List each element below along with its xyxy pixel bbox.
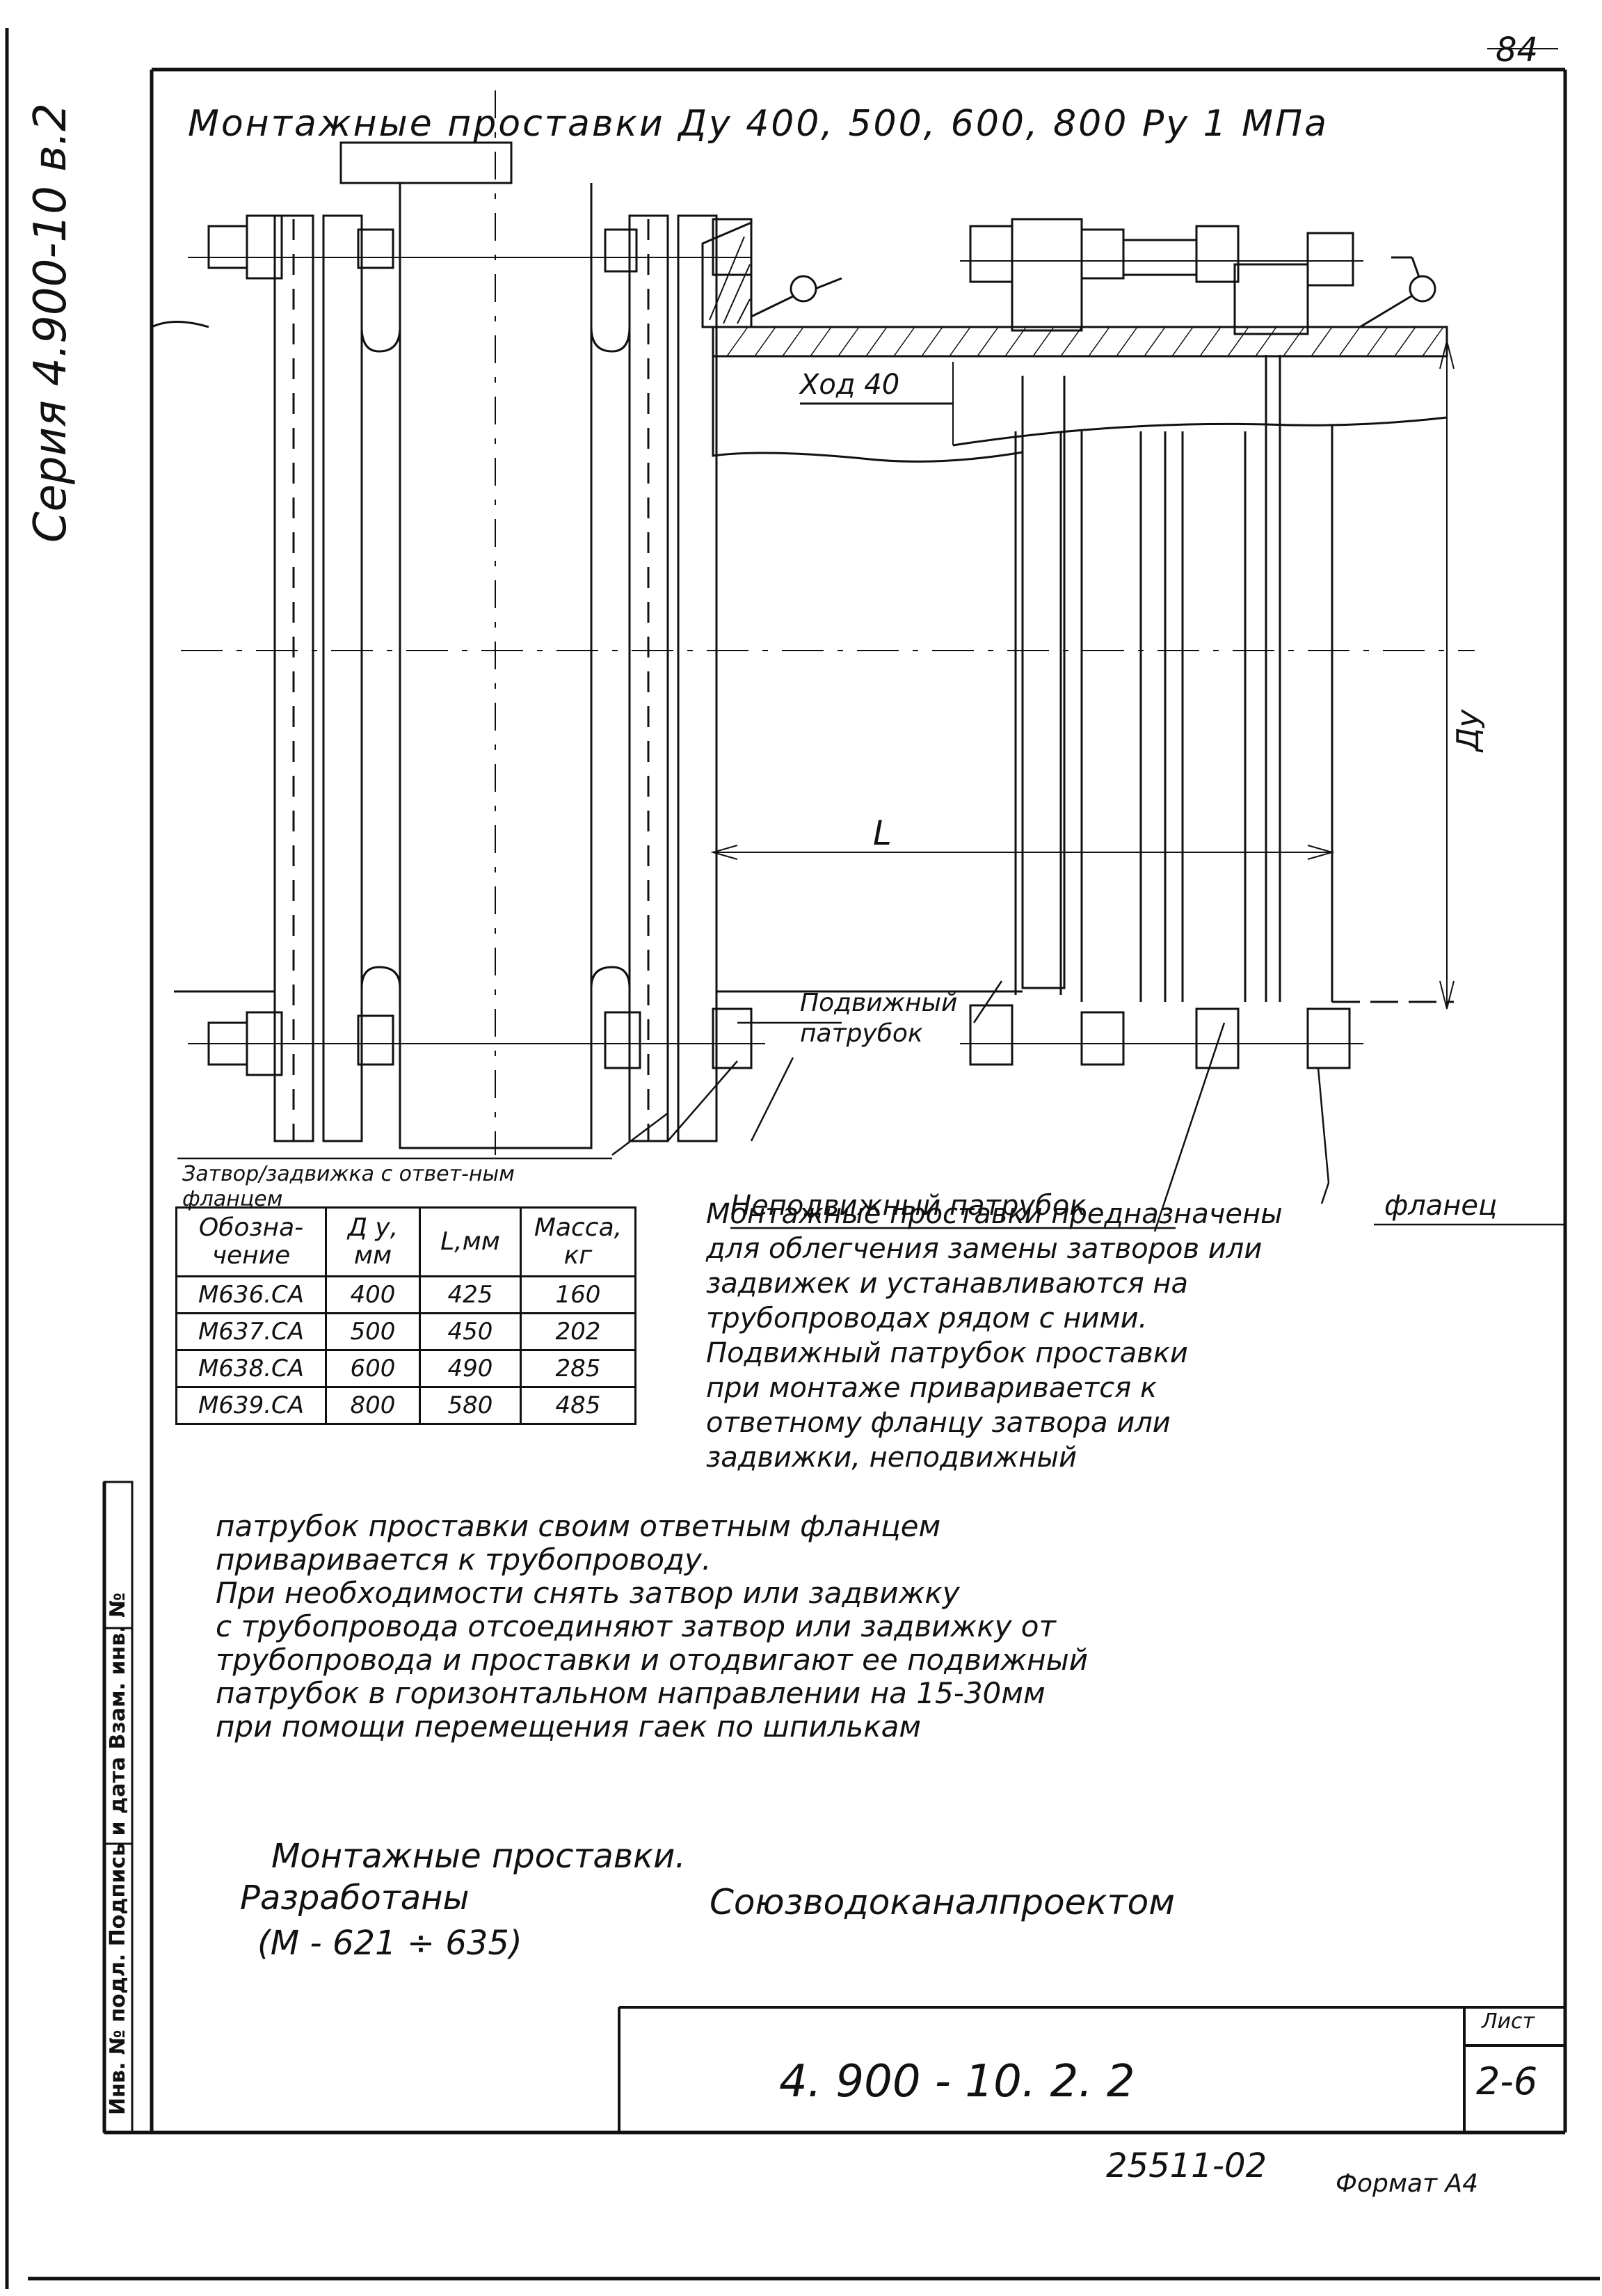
valve-label: Затвор/задвижка с ответ-ным фланцем — [182, 1162, 515, 1211]
diameter-label: Ду — [1450, 709, 1486, 751]
fixed-pipe-label: Неподвижный патрубок — [730, 1190, 1087, 1222]
drawing-title: Монтажные проставки Ду 400, 500, 600, 80… — [188, 103, 1329, 145]
flange-label: фланец — [1384, 1190, 1498, 1222]
col-designation: Обозна-чение — [175, 1206, 327, 1277]
valve-assembly-left — [151, 90, 765, 1155]
leader-lines — [177, 980, 1565, 1232]
spacer-assembly-right — [181, 218, 1475, 1069]
length-label: L — [873, 814, 892, 853]
table-row: М639.СА 800 580 485 — [175, 1386, 636, 1425]
col-mass: Масса, кг — [520, 1206, 636, 1277]
col-length: L,мм — [419, 1206, 522, 1277]
stroke-label: Ход 40 — [800, 369, 900, 401]
sheet-corner-number: 84 — [1496, 31, 1539, 70]
format-label: Формат А4 — [1336, 2169, 1479, 2198]
description-right: Монтажные проставки предназначены для об… — [706, 1198, 1283, 1474]
developer-org: Союзводоканалпроектом — [710, 1882, 1175, 1922]
stamp-column-frame — [103, 1481, 134, 2134]
title-block-frame — [618, 2006, 1565, 2132]
table-row: М638.СА 600 490 285 — [175, 1349, 636, 1388]
table-row: М637.СА 500 450 202 — [175, 1312, 636, 1351]
sheet-number: 2-6 — [1476, 2059, 1538, 2103]
developer-note-line2: Разработаны — [240, 1879, 470, 1918]
sheet-label: Лист — [1482, 2009, 1535, 2034]
spec-table: Обозна-чение Д у, мм L,мм Масса, кг М636… — [175, 1206, 636, 1425]
sidebar-series-label: Серия 4.900-10 в.2 — [25, 103, 77, 543]
col-diameter: Д у, мм — [325, 1206, 421, 1277]
description-full: патрубок проставки своим ответным фланце… — [216, 1509, 1089, 1744]
movable-pipe-label: Подвижный патрубок — [800, 989, 958, 1048]
stamp-column-label: Инв. № подл. Подпись и дата Взам. инв. № — [106, 1592, 130, 2115]
developer-note-line1: Монтажные проставки. — [271, 1837, 686, 1876]
spec-table-header: Обозна-чение Д у, мм L,мм Масса, кг — [175, 1206, 636, 1277]
developer-note-line3: (М - 621 ÷ 635) — [257, 1924, 522, 1963]
document-designation: 4. 900 - 10. 2. 2 — [779, 2056, 1135, 2107]
table-row: М636.СА 400 425 160 — [175, 1275, 636, 1314]
stamp-number: 25511-02 — [1106, 2146, 1267, 2185]
